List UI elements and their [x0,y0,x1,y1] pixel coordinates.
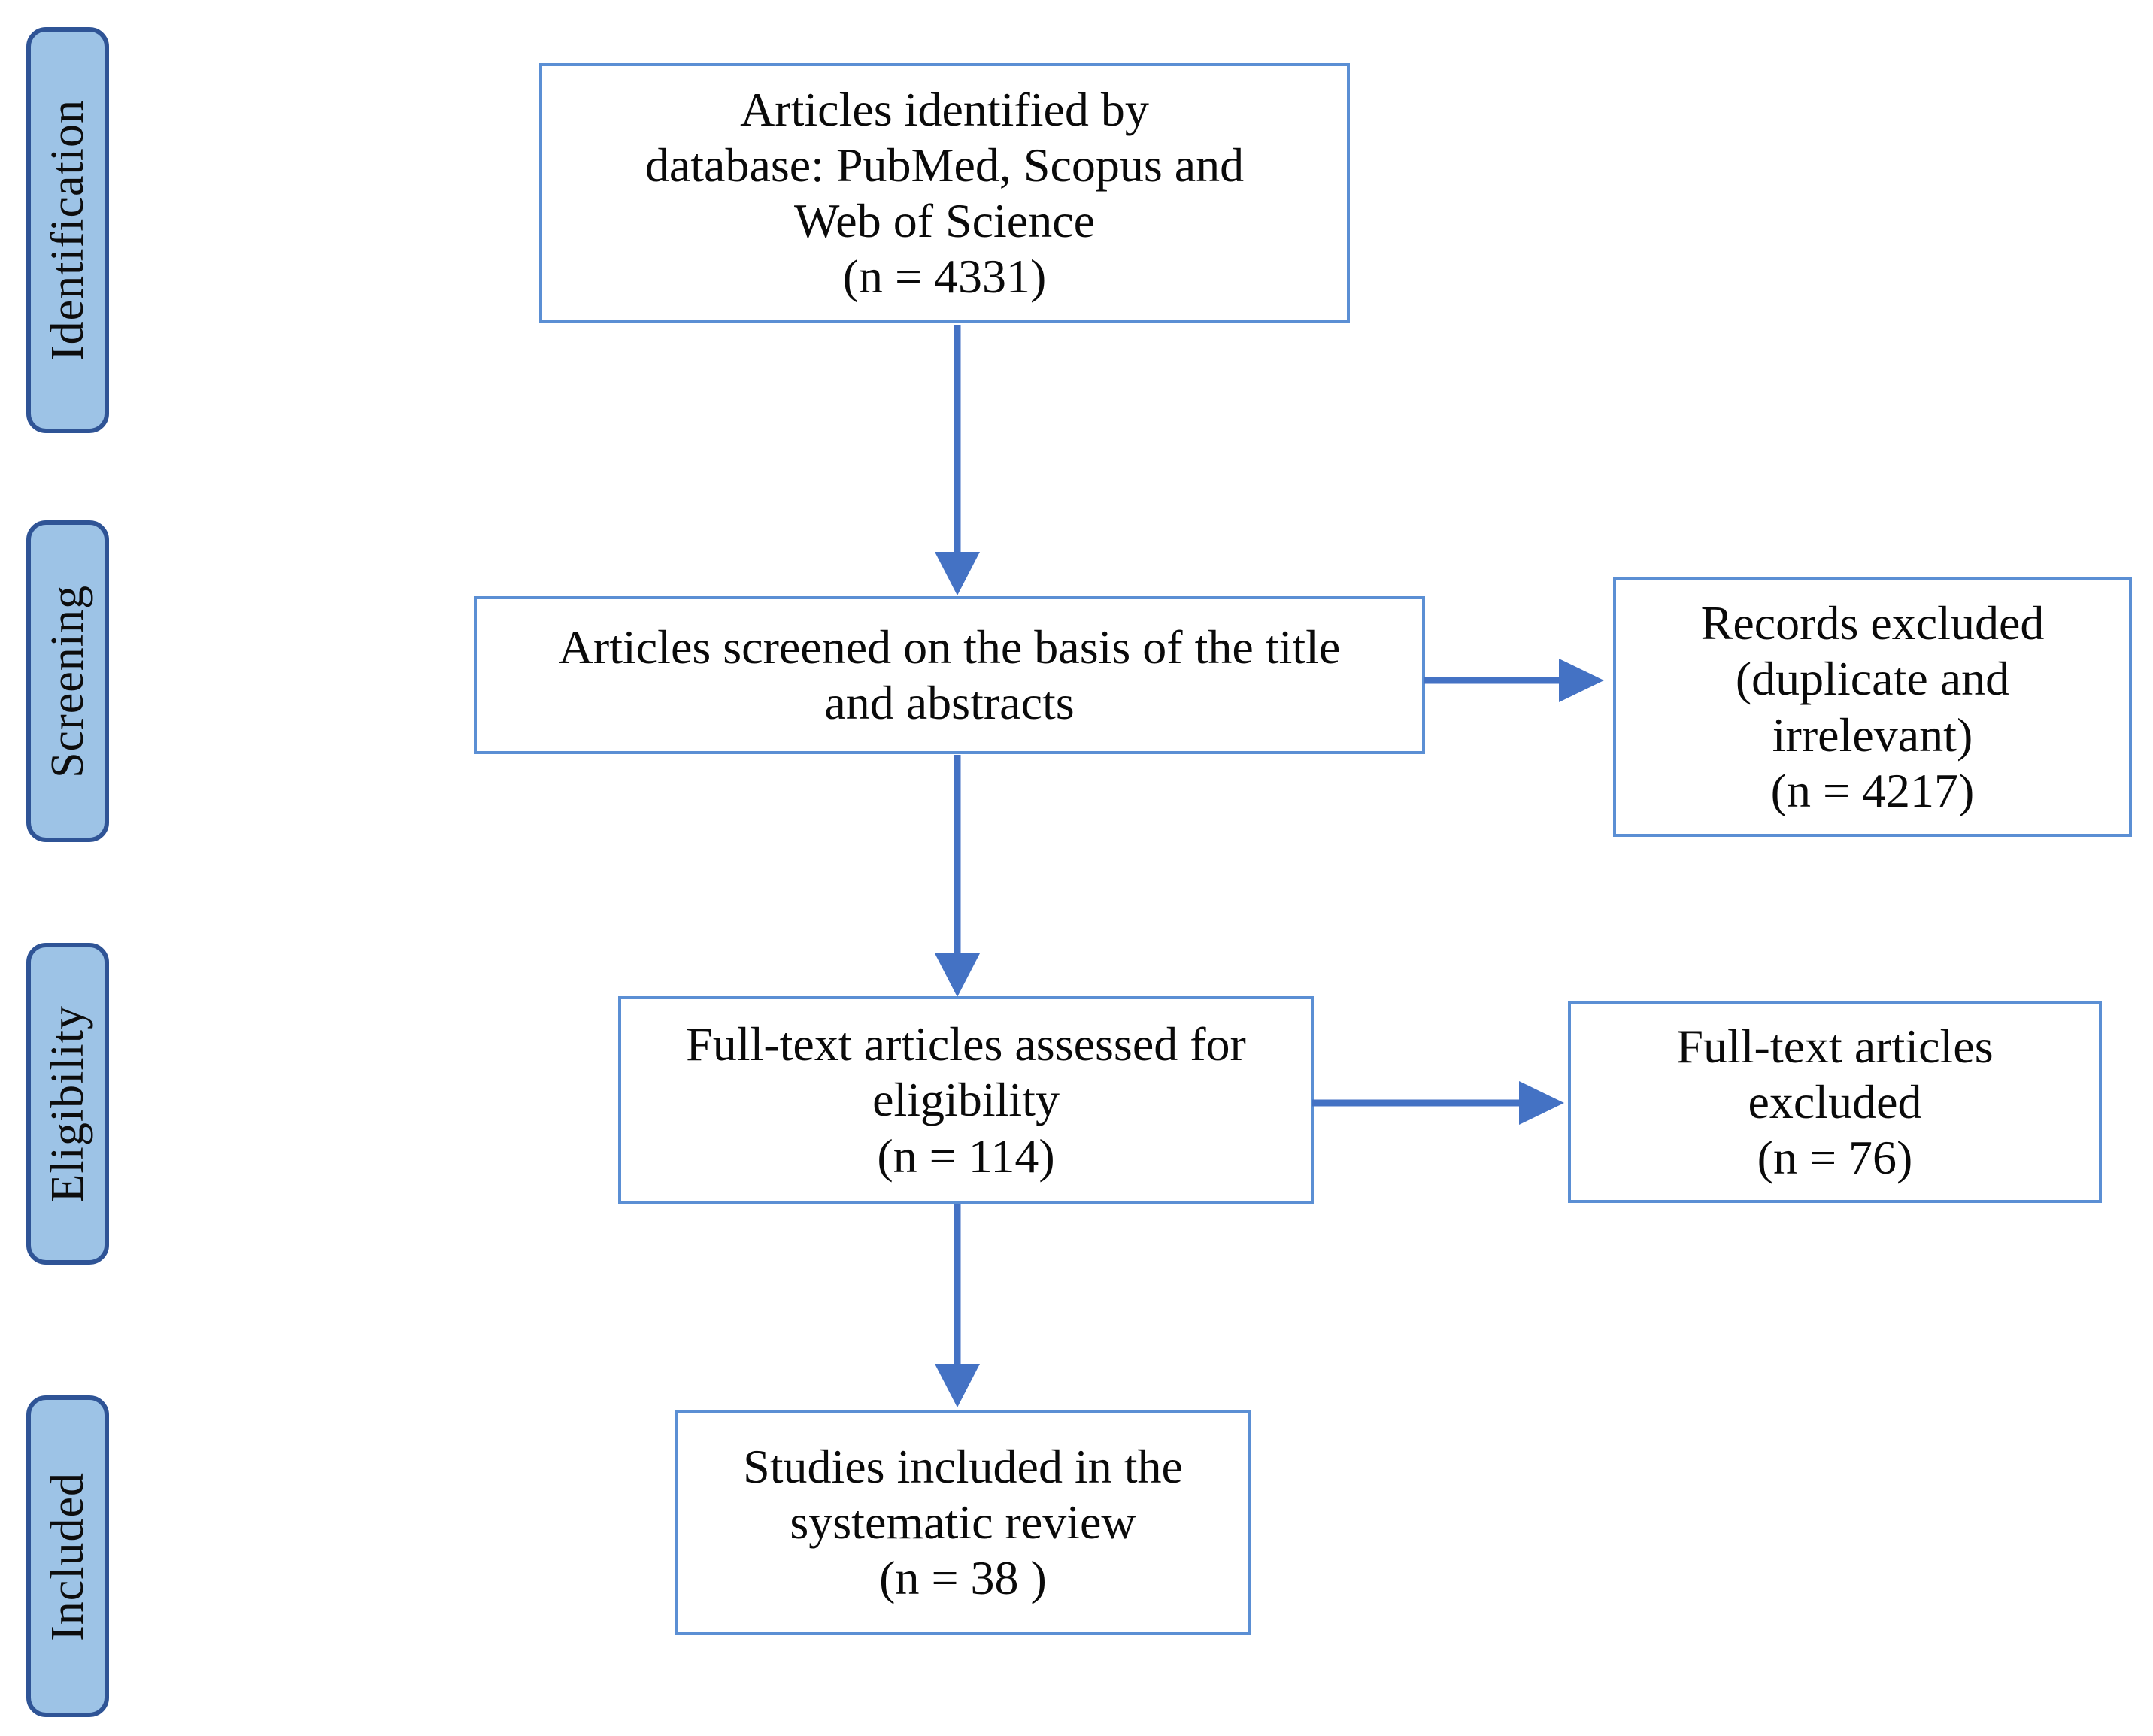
box-articles-screened-text: Articles screened on the basis of the ti… [558,620,1341,729]
stage-included: Included [26,1395,109,1717]
stage-screening: Screening [26,520,109,842]
box-articles-identified: Articles identified by database: PubMed,… [539,63,1350,323]
stage-eligibility: Eligibility [26,943,109,1265]
box-fulltext-assessed: Full-text articles assessed for eligibil… [618,996,1314,1204]
box-fulltext-excluded-text: Full-text articles excluded (n = 76) [1676,1019,1994,1185]
arrow-screened-to-records-excluded [1424,654,1612,707]
stage-eligibility-label: Eligibility [42,1004,93,1203]
arrow-fulltext-assessed-to-excluded [1312,1077,1572,1129]
box-studies-included-text: Studies included in the systematic revie… [743,1439,1183,1605]
stage-identification: Identification [26,27,109,433]
box-studies-included: Studies included in the systematic revie… [675,1410,1251,1635]
arrow-screened-to-fulltext-assessed [931,755,984,999]
stage-screening-label: Screening [42,584,93,778]
arrow-identified-to-screened [931,325,984,597]
stage-identification-label: Identification [42,99,93,361]
box-fulltext-excluded: Full-text articles excluded (n = 76) [1568,1001,2102,1203]
stage-included-label: Included [42,1471,93,1641]
box-articles-screened: Articles screened on the basis of the ti… [474,596,1425,754]
box-articles-identified-text: Articles identified by database: PubMed,… [644,82,1245,304]
arrow-fulltext-assessed-to-included [931,1204,984,1409]
box-fulltext-assessed-text: Full-text articles assessed for eligibil… [686,1017,1246,1183]
box-records-excluded: Records excluded (duplicate and irreleva… [1613,577,2132,837]
box-records-excluded-text: Records excluded (duplicate and irreleva… [1700,596,2045,817]
